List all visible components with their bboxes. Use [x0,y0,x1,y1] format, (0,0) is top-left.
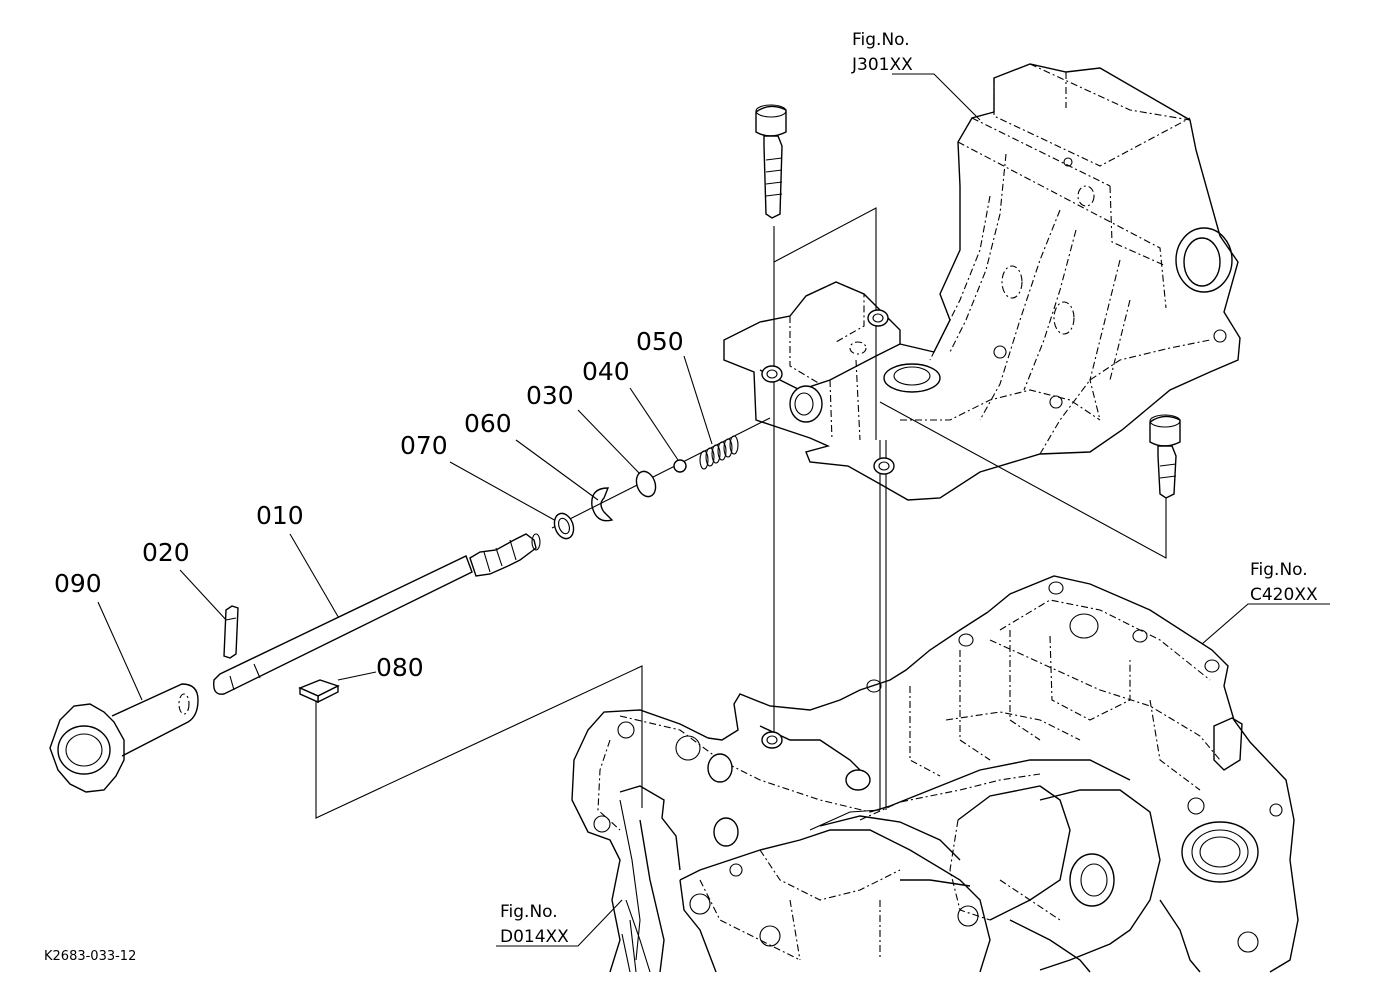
part-020-pin[interactable] [223,605,239,659]
figure-ref-c420: Fig.No. C420XX [1250,560,1318,605]
fig-ref-c420-line2: C420XX [1250,585,1318,605]
label-070: 070 [400,431,448,460]
bolt-right[interactable] [1149,414,1181,499]
label-030: 030 [526,381,574,410]
part-030-oring[interactable] [633,469,659,500]
label-050: 050 [636,327,684,356]
fig-ref-j301-line2: J301XX [851,55,913,75]
bolt-top[interactable] [755,104,787,219]
part-050-spring[interactable] [699,435,739,470]
label-060: 060 [464,409,512,438]
label-090: 090 [54,569,102,598]
fig-ref-j301-line1: Fig.No. [852,30,910,50]
label-020: 020 [142,538,190,567]
part-010-shaft[interactable] [213,533,541,695]
lower-case [571,575,1299,973]
leader-lines [97,73,1330,947]
fig-ref-d014-line1: Fig.No. [500,902,558,922]
label-010: 010 [256,501,304,530]
part-080-key[interactable] [298,679,340,704]
assembly-guides [315,207,1167,819]
figure-ref-j301: Fig.No. J301XX [851,30,913,75]
part-060-circlip[interactable] [591,487,614,522]
fig-ref-d014-line2: D014XX [500,927,569,947]
part-070-oring[interactable] [551,511,577,542]
part-labels: 090 020 010 080 070 060 030 040 050 [54,327,684,682]
figure-ref-d014: Fig.No. D014XX [500,902,569,947]
label-040: 040 [582,357,630,386]
drawing-code: K2683-033-12 [44,949,136,964]
fig-ref-c420-line1: Fig.No. [1250,560,1308,580]
label-080: 080 [376,653,424,682]
upper-housing [723,63,1241,501]
part-040-ball[interactable] [673,459,687,473]
part-090-knob[interactable] [49,683,199,793]
